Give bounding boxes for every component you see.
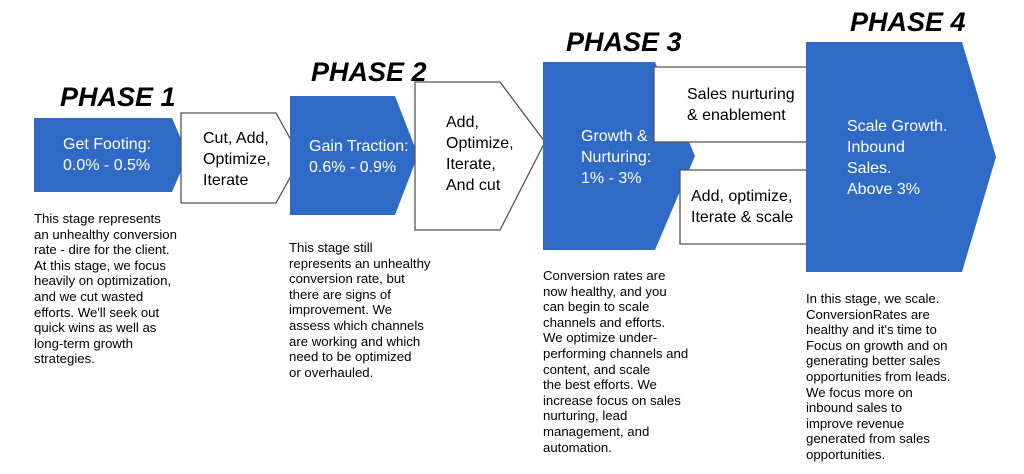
phase4-title: PHASE 4 [850,7,966,37]
phase1-description: This stage represents an unhealthy conve… [34,211,177,367]
phase2-blue-box-text: Gain Traction: 0.6% - 0.9% [309,138,409,176]
phase4-blue-arrow [806,42,996,272]
phase3-title: PHASE 3 [566,27,682,57]
phase4-blue-box-text: Scale Growth. Inbound Sales. Above 3% [847,118,948,198]
phase2-white-arrow [414,81,546,231]
phase1-white-box-text: Cut, Add, Optimize, Iterate [203,130,271,189]
phase4-description: In this stage, we scale. ConversionRates… [806,291,951,462]
phase1-blue-arrow [34,118,188,192]
phase3-white-box-bottom-text: Add, optimize, Iterate & scale [691,188,794,226]
phase2-title: PHASE 2 [311,57,427,87]
phase3-white-box-top-text: Sales nurturing & enablement [687,86,795,124]
phase1-blue-box-text: Get Footing: 0.0% - 0.5% [63,136,152,174]
phase2-description: This stage still represents an unhealthy… [289,240,431,380]
phase2-blue-arrow [290,96,418,215]
phase3-description: Conversion rates are now healthy, and yo… [543,268,689,455]
phase1-white-arrow [180,112,302,204]
phase3-blue-box-text: Growth & Nurturing: 1% - 3% [581,128,652,187]
phase1-title: PHASE 1 [60,82,176,112]
phase2-white-box-text: Add, Optimize, Iterate, And cut [446,114,514,194]
